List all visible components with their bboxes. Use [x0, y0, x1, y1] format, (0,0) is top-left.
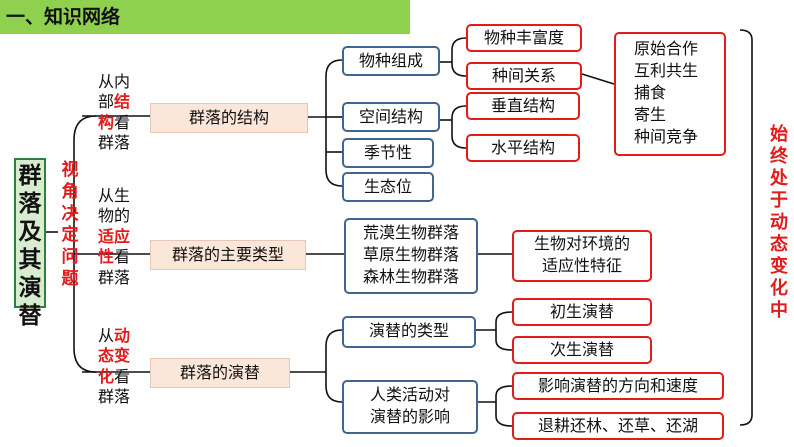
- relation-item: 寄生: [634, 105, 667, 124]
- structure-node: 群落的结构: [150, 103, 308, 133]
- perspective-dynamics: 从动态变化看群落: [98, 326, 140, 408]
- perspective-keyword: 结构: [98, 92, 131, 132]
- seasonality-node: 季节性: [342, 138, 434, 168]
- perspective-keyword: 适应性: [98, 226, 131, 267]
- human-impact-node: 人类活动对 演替的影响: [342, 380, 478, 434]
- succession-types-node: 演替的类型: [342, 316, 476, 348]
- section-header: 一、知识网络: [0, 0, 410, 34]
- return-land-node: 退耕还林、还草、还湖: [512, 412, 724, 440]
- perspective-structure: 从内部结构看群落: [98, 72, 140, 154]
- relation-item: 互利共生: [634, 61, 699, 80]
- horizontal-structure-node: 水平结构: [466, 134, 580, 162]
- perspective-text: 从生物的: [98, 186, 131, 226]
- perspective-text: 从内部: [98, 72, 131, 112]
- perspective-text: 看群落: [98, 112, 131, 153]
- relation-item: 原始合作: [634, 39, 699, 58]
- niche-node: 生态位: [342, 172, 434, 202]
- community-groups-node: 荒漠生物群落 草原生物群落 森林生物群落: [344, 218, 478, 294]
- primary-succession-node: 初生演替: [512, 298, 652, 326]
- perspective-text: 看群落: [98, 366, 131, 407]
- types-node: 群落的主要类型: [150, 240, 306, 270]
- spatial-structure-node: 空间结构: [342, 102, 440, 132]
- relation-item: 捕食: [634, 83, 667, 102]
- secondary-succession-node: 次生演替: [512, 336, 652, 364]
- species-composition-node: 物种组成: [342, 46, 440, 76]
- relations-list: 原始合作 互利共生 捕食 寄生 种间竞争: [614, 32, 726, 156]
- succession-node: 群落的演替: [150, 358, 290, 388]
- species-richness-node: 物种丰富度: [466, 24, 582, 52]
- conclusion-text: 始终处于动态变化中: [770, 124, 788, 321]
- perspective-adaptation: 从生物的适应性看群落: [98, 186, 140, 288]
- vertical-structure-node: 垂直结构: [466, 92, 580, 120]
- perspective-label: 视角决定问题: [61, 160, 79, 289]
- direction-speed-node: 影响演替的方向和速度: [512, 372, 724, 400]
- perspective-text: 从: [98, 326, 115, 345]
- relation-item: 种间竞争: [634, 127, 699, 146]
- perspective-keyword: 动态变化: [98, 326, 131, 386]
- adaptation-feature-node: 生物对环境的 适应性特征: [512, 230, 652, 282]
- interspecific-relations-node: 种间关系: [466, 62, 582, 90]
- perspective-text: 看群落: [98, 247, 131, 287]
- root-topic: 群落及其演替: [14, 158, 46, 329]
